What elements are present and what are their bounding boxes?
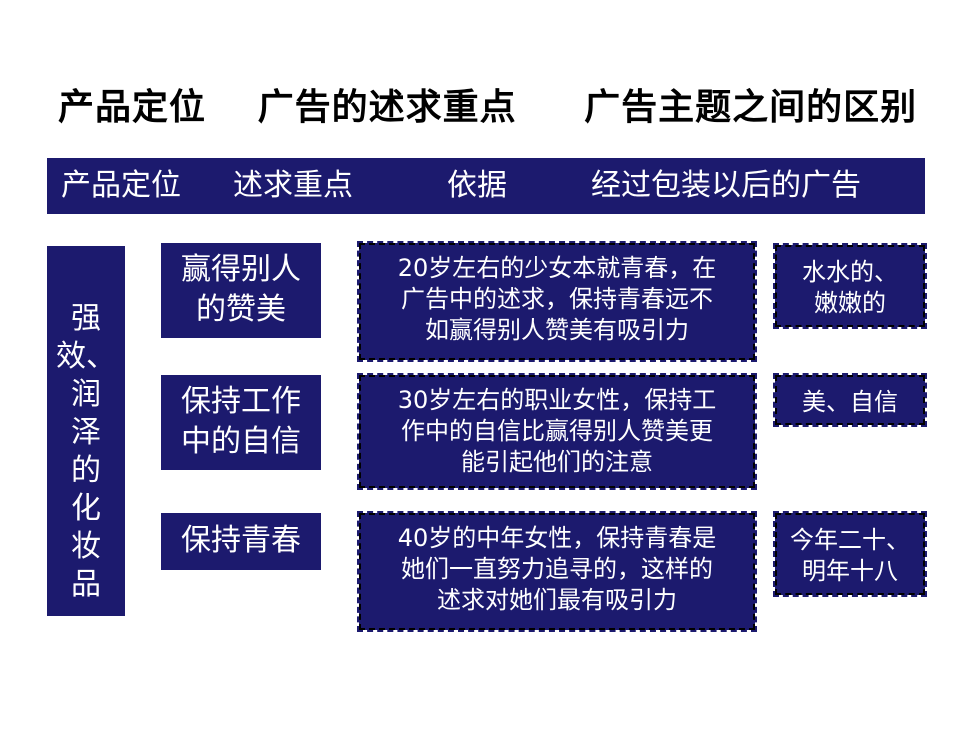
header-col-positioning: 产品定位 bbox=[61, 168, 181, 203]
header-col-basis: 依据 bbox=[447, 168, 507, 203]
positioning-char: 的 bbox=[71, 453, 101, 488]
basis-line: 如赢得别人赞美有吸引力 bbox=[425, 316, 689, 344]
basis-line: 30岁左右的职业女性，保持工 bbox=[397, 386, 717, 414]
positioning-char: 品 bbox=[71, 567, 101, 602]
basis-line: 40岁的中年女性，保持青春是 bbox=[397, 524, 717, 552]
focus-line: 保持工作 bbox=[181, 384, 301, 419]
focus-line: 中的自信 bbox=[181, 424, 301, 459]
title-part-positioning: 产品定位 bbox=[58, 86, 207, 128]
positioning-char: 泽 bbox=[71, 415, 101, 450]
positioning-char: 强 bbox=[71, 301, 101, 336]
positioning-char: 化 bbox=[71, 491, 101, 526]
header-col-packaged-ad: 经过包装以后的广告 bbox=[591, 168, 861, 203]
ad-line: 明年十八 bbox=[802, 557, 898, 585]
header-col-focus: 述求重点 bbox=[233, 168, 353, 203]
basis-box-30s: 30岁左右的职业女性，保持工 作中的自信比赢得别人赞美更 能引起他们的注意 bbox=[357, 373, 757, 490]
header-bar: 产品定位 述求重点 依据 经过包装以后的广告 bbox=[47, 158, 925, 214]
basis-line: 广告中的述求，保持青春远不 bbox=[401, 285, 713, 313]
basis-line: 20岁左右的少女本就青春，在 bbox=[397, 254, 717, 282]
basis-line: 述求对她们最有吸引力 bbox=[437, 586, 677, 614]
ad-line: 今年二十、 bbox=[790, 526, 910, 554]
basis-box-40s: 40岁的中年女性，保持青春是 她们一直努力追寻的，这样的 述求对她们最有吸引力 bbox=[357, 511, 757, 632]
focus-line: 保持青春 bbox=[181, 523, 301, 558]
title-part-theme: 广告主题之间的区别 bbox=[584, 86, 918, 128]
product-positioning-box: 强 效、 润 泽 的 化 妆 品 bbox=[47, 246, 125, 616]
ad-box-forever-young: 今年二十、 明年十八 bbox=[773, 511, 927, 597]
ad-box-tender: 水水的、 嫩嫩的 bbox=[773, 243, 927, 329]
positioning-char: 润 bbox=[71, 377, 101, 412]
title-part-focus: 广告的述求重点 bbox=[257, 86, 517, 128]
positioning-char: 妆 bbox=[71, 529, 101, 564]
ad-box-beauty-confidence: 美、自信 bbox=[773, 373, 927, 427]
focus-line: 赢得别人 bbox=[181, 252, 301, 287]
ad-line: 嫩嫩的 bbox=[814, 289, 886, 317]
basis-box-20s: 20岁左右的少女本就青春，在 广告中的述求，保持青春远不 如赢得别人赞美有吸引力 bbox=[357, 241, 757, 362]
positioning-char: 效、 bbox=[56, 339, 116, 374]
basis-line: 作中的自信比赢得别人赞美更 bbox=[401, 417, 713, 445]
basis-line: 她们一直努力追寻的，这样的 bbox=[401, 555, 713, 583]
ad-line: 水水的、 bbox=[802, 258, 898, 286]
slide-title: 产品定位 广告的述求重点 广告主题之间的区别 bbox=[58, 78, 958, 130]
focus-box-confidence: 保持工作 中的自信 bbox=[161, 375, 321, 470]
focus-box-youth: 保持青春 bbox=[161, 513, 321, 570]
focus-box-praise: 赢得别人 的赞美 bbox=[161, 243, 321, 338]
basis-line: 能引起他们的注意 bbox=[461, 448, 653, 476]
ad-line: 美、自信 bbox=[802, 388, 898, 416]
focus-line: 的赞美 bbox=[196, 292, 286, 327]
